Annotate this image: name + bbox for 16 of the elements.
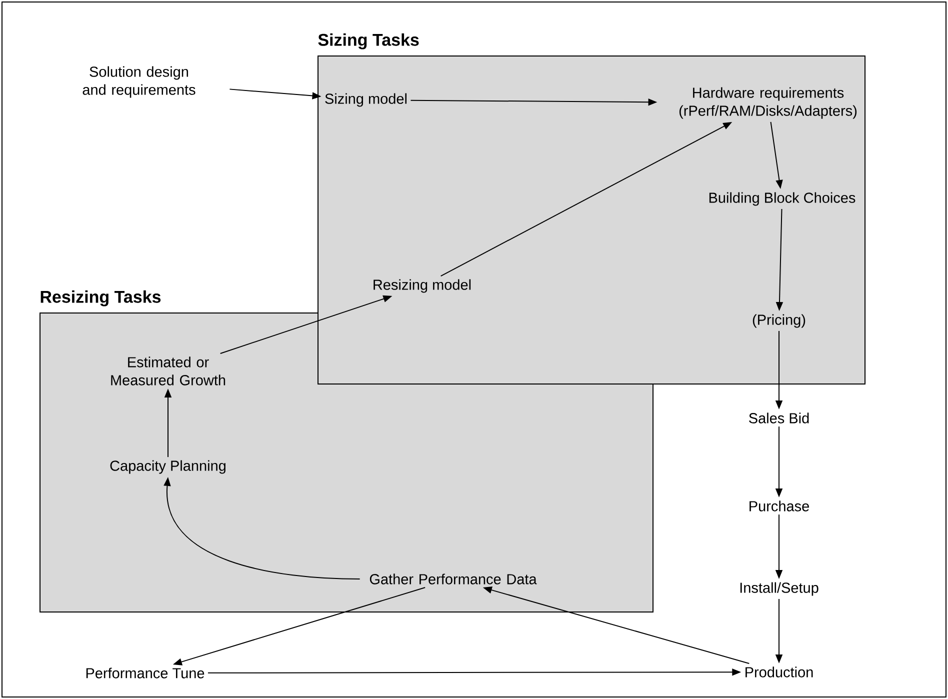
step-label: Purchase: [750, 500, 809, 512]
step-label: Gather Performance Data: [370, 574, 537, 584]
step-label: Solution design and requirements: [82, 66, 196, 98]
node-label: Sizing Tasks: [318, 33, 419, 50]
step-label: Sales Bid: [749, 412, 809, 424]
step-label: Install/Setup: [740, 582, 818, 596]
step-label: Resizing model: [374, 279, 471, 293]
step-label: Building Block Choices: [709, 192, 856, 206]
step-label: Sizing model: [325, 93, 407, 107]
step-label: Capacity Planning: [110, 460, 226, 474]
node-label: Resizing Tasks: [40, 290, 161, 306]
step-label: Performance Tune: [86, 668, 204, 678]
step-label: Estimated or Measured Growth: [111, 356, 226, 386]
step-label: (Pricing): [752, 314, 806, 328]
step-label: Production: [746, 666, 813, 678]
step-label: Hardware requirements (rPerf/RAM/Disks/Adapters): [679, 87, 857, 119]
